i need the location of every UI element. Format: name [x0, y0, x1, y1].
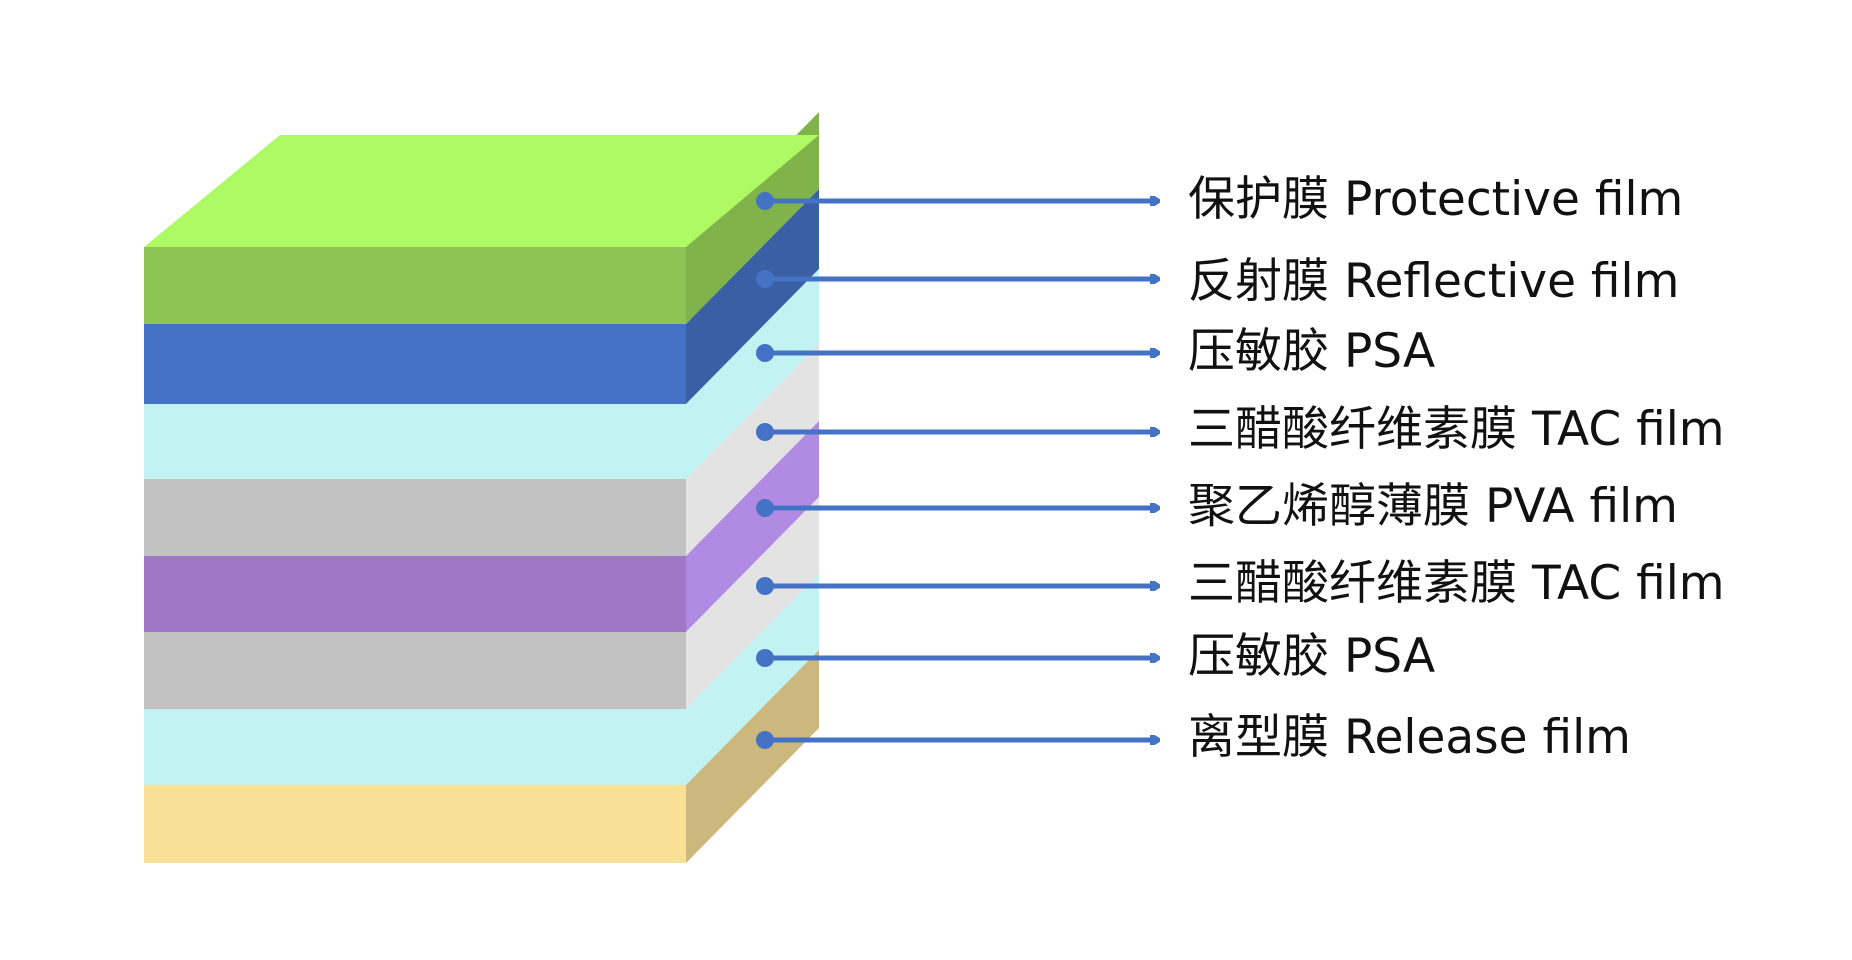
layer-side-tac-upper	[686, 344, 819, 556]
layer-side-protective	[686, 112, 819, 324]
label-protective-film: 保护膜 Protective film	[1188, 172, 1684, 227]
stack-front-faces	[144, 247, 686, 863]
label-psa-upper: 压敏胶 PSA	[1188, 324, 1436, 379]
label-psa-lower: 压敏胶 PSA	[1188, 629, 1436, 684]
layer-face-tac-upper	[144, 479, 686, 556]
layer-side-psa-upper	[686, 269, 819, 479]
layer-side-reflective	[686, 189, 819, 404]
layer-face-psa-upper	[144, 404, 686, 479]
layer-side-tac-lower	[686, 497, 819, 709]
layer-side-pva	[686, 421, 819, 632]
layer-face-protective	[144, 247, 686, 324]
layer-face-pva	[144, 556, 686, 632]
layer-side-psa-lower	[686, 574, 819, 785]
layer-face-reflective	[144, 324, 686, 404]
layer-face-tac-lower	[144, 632, 686, 709]
label-tac-film-lower: 三醋酸纤维素膜 TAC film	[1188, 556, 1725, 611]
label-release-film: 离型膜 Release film	[1188, 710, 1631, 765]
stack-side-faces	[686, 112, 819, 863]
label-tac-film-upper: 三醋酸纤维素膜 TAC film	[1188, 402, 1725, 457]
stack-top-face	[144, 135, 819, 247]
layer-side-release	[686, 650, 819, 863]
callout-arrows	[756, 192, 1158, 749]
label-reflective-film: 反射膜 Reflective film	[1188, 254, 1680, 309]
label-pva-film: 聚乙烯醇薄膜 PVA film	[1188, 479, 1678, 534]
layer-face-psa-lower	[144, 709, 686, 785]
layer-face-release	[144, 785, 686, 863]
